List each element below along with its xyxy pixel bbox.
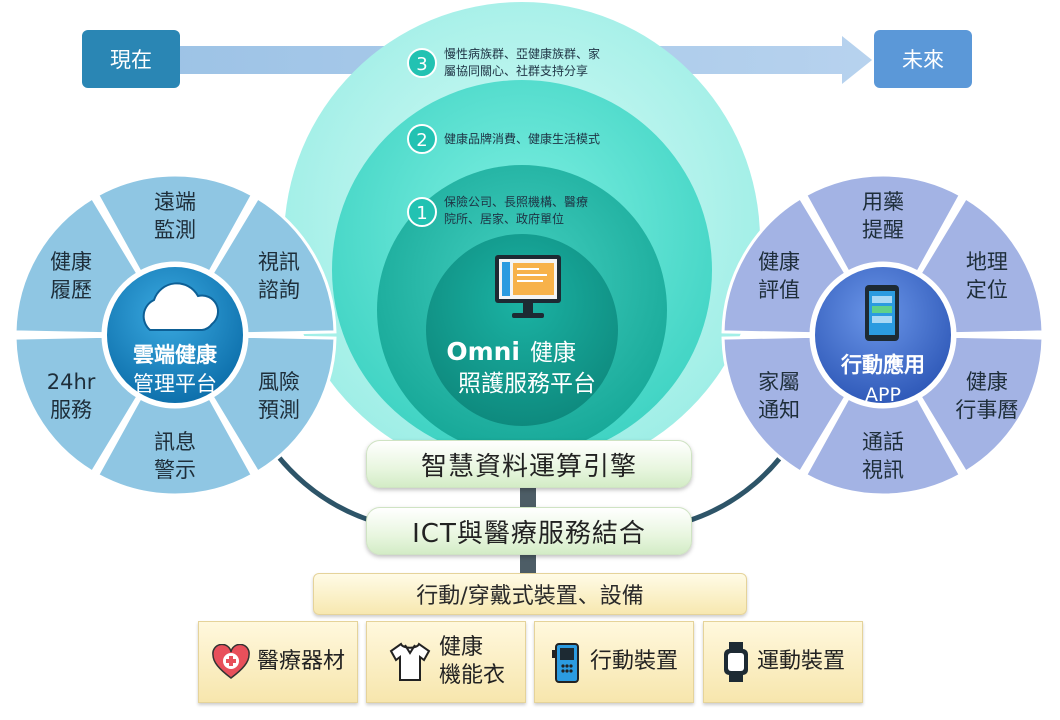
layer-3-line-1: 慢性病族群、亞健康族群、家 xyxy=(444,46,600,61)
cloud-subtitle: 管理平台 xyxy=(133,372,217,396)
core-brand-suffix: 健康 xyxy=(530,340,576,366)
core-brand: Omni xyxy=(446,337,520,366)
layer-2-num: 2 xyxy=(416,130,427,151)
cloud-segment-label: 履歷 xyxy=(50,278,92,302)
app-segment-label: 提醒 xyxy=(862,218,904,242)
layer-1-num: 1 xyxy=(416,203,427,224)
cloud-segment-label: 警示 xyxy=(154,458,196,482)
cloud-segment-label: 預測 xyxy=(258,398,300,422)
heart-medical-icon xyxy=(212,644,250,679)
device-medical: 醫療器材 xyxy=(198,621,358,703)
app-segment-label: 視訊 xyxy=(862,458,904,482)
device-shirt-label: 健康 機能衣 xyxy=(438,635,505,688)
layer-1-badge xyxy=(407,197,437,227)
now-box xyxy=(82,30,180,88)
layer-2-line-1: 健康品牌消費、健康生活模式 xyxy=(444,131,600,146)
device-shirt: 健康 機能衣 xyxy=(366,621,526,703)
app-segment-label: 評值 xyxy=(758,278,800,302)
cloud-segment-label: 監測 xyxy=(154,218,196,242)
cloud-segment-label: 遠端 xyxy=(154,190,196,214)
layer-1-line-1: 保險公司、長照機構、醫療 xyxy=(444,194,588,209)
cloud-segment-label: 視訊 xyxy=(258,250,300,274)
cloud-segment-label: 訊息 xyxy=(154,430,196,454)
app-segment-label: 用藥 xyxy=(862,190,904,214)
layer-3: 3 慢性病族群、亞健康族群、家 屬協同關心、社群支持分享 xyxy=(407,46,600,78)
app-segment-label: 定位 xyxy=(966,278,1008,302)
core-circle xyxy=(426,234,618,426)
layer-2-badge xyxy=(407,124,437,154)
device-sport-label: 運動裝置 xyxy=(756,649,845,674)
future-box xyxy=(874,30,972,88)
cloud-segment-label: 健康 xyxy=(50,250,92,274)
future-label: 未來 xyxy=(902,48,944,72)
layer-2: 2 健康品牌消費、健康生活模式 xyxy=(407,124,600,154)
app-segment-label: 地理 xyxy=(966,250,1008,274)
core-subtitle: 照護服務平台 xyxy=(458,371,596,397)
app-segment-label: 健康 xyxy=(758,250,800,274)
mobile-phone-icon xyxy=(551,643,579,683)
cloud-segment-label: 服務 xyxy=(50,398,92,422)
integration-pill: ICT與醫療服務結合 xyxy=(366,507,692,555)
layer-3-num: 3 xyxy=(416,54,427,75)
app-segment-label: 通知 xyxy=(758,398,800,422)
cloud-icon xyxy=(142,282,219,331)
device-medical-label: 醫療器材 xyxy=(256,649,345,674)
cloud-segment-label: 風險 xyxy=(258,370,300,394)
devices-bar: 行動/穿戴式裝置、設備 xyxy=(313,573,747,615)
now-label: 現在 xyxy=(110,48,152,72)
device-mobile: 行動裝置 xyxy=(534,621,694,703)
monitor-icon xyxy=(495,255,561,318)
app-segment-label: 行事曆 xyxy=(955,398,1018,422)
cloud-segment-label: 諮詢 xyxy=(258,278,300,302)
app-title: 行動應用 xyxy=(840,353,925,377)
engine-pill: 智慧資料運算引擎 xyxy=(366,440,692,488)
app-segment-label: 家屬 xyxy=(758,370,800,394)
app-subtitle: APP xyxy=(865,384,901,406)
layer-3-badge xyxy=(407,48,437,78)
layer-3-line-2: 屬協同關心、社群支持分享 xyxy=(444,63,588,78)
device-sport: 運動裝置 xyxy=(703,621,863,703)
layer-1: 1 保險公司、長照機構、醫療 院所、居家、政府單位 xyxy=(407,194,588,227)
smartwatch-icon xyxy=(723,642,748,682)
smartphone-icon xyxy=(865,285,899,341)
cloud-title: 雲端健康 xyxy=(133,343,218,367)
layer-1-line-2: 院所、居家、政府單位 xyxy=(444,211,564,226)
app-segment-label: 通話 xyxy=(862,430,904,454)
shirt-icon xyxy=(389,642,431,681)
app-segment-label: 健康 xyxy=(966,370,1008,394)
cloud-segment-label: 24hr xyxy=(47,370,96,394)
device-mobile-label: 行動裝置 xyxy=(589,649,678,674)
